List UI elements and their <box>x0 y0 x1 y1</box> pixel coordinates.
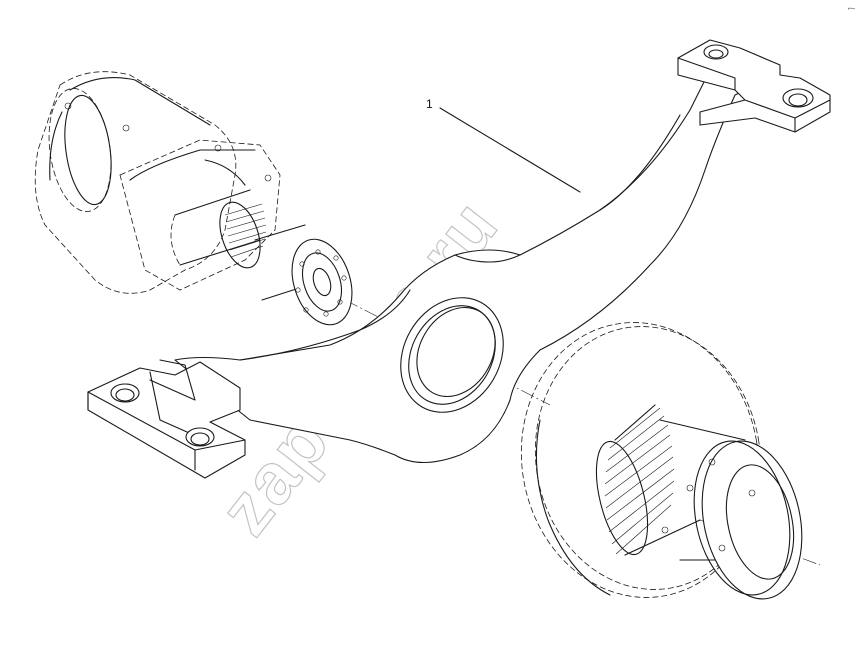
corner-mark: ⌐‒ <box>848 6 856 12</box>
spline-teeth <box>224 203 267 258</box>
hub-bolt-holes <box>295 249 347 317</box>
leader-line <box>439 107 581 193</box>
mount-bracket <box>87 39 831 479</box>
thread-lines <box>604 407 675 555</box>
callout-1: 1 <box>426 97 581 193</box>
callout-label: 1 <box>426 97 433 111</box>
flywheel <box>520 322 803 600</box>
crankshaft <box>34 71 353 326</box>
